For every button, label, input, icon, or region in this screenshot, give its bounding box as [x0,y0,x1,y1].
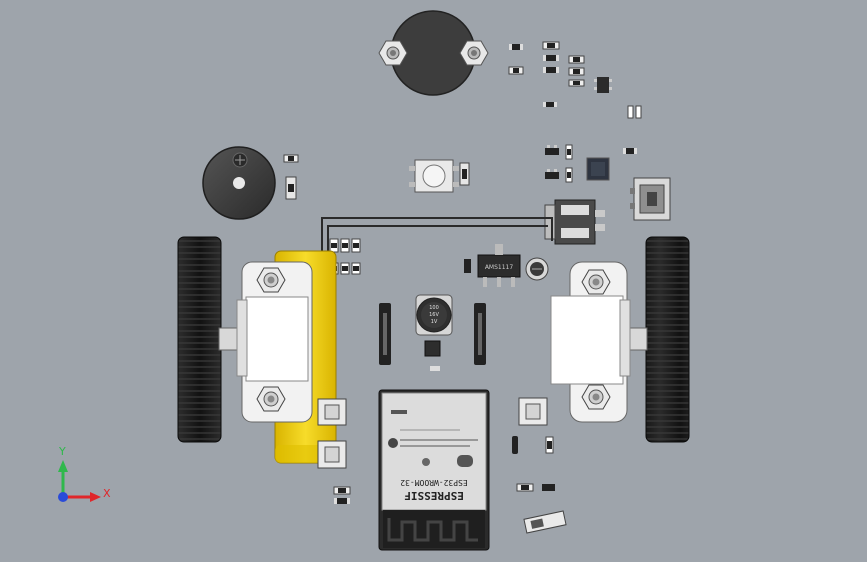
small-capacitor [525,257,549,281]
motor-left-nut-top [256,267,286,293]
motor-right-nut-bottom [581,384,611,410]
motor-right [550,261,631,423]
buzzer [202,146,276,220]
wire-harness [321,217,553,262]
axis-x-label: X [103,487,111,500]
motor-left [236,250,337,464]
esp32-module: ESPRESSIF ESP32-WROOM-32 [378,389,490,551]
speaker-disc [378,10,489,96]
voltage-regulator: AMS1117 [464,244,521,287]
electrolytic-capacitor: 100 16V 1V [415,294,453,336]
capacitor-label-2: 16V [429,312,439,318]
coordinate-triad: Y X [58,445,111,502]
capacitor-label-3: 1V [431,319,438,325]
esp32-brand: ESPRESSIF [404,489,464,502]
tactile-buttons-bottom [317,397,548,469]
axis-y-label: Y [58,445,66,458]
slide-switch [544,199,605,245]
smd-ics-mid-right [545,144,637,183]
smd-near-switch [459,162,470,186]
regulator-label: AMS1117 [485,264,514,271]
caster-brackets [379,303,486,370]
tactile-switch-top [409,159,459,193]
mounting-nut-left [378,40,408,66]
smd-cluster-top-right [508,41,642,119]
smd-bottom [333,366,567,534]
esp32-model: ESP32-WROOM-32 [400,478,468,487]
wheel-right [627,236,690,443]
usb-connector [630,177,671,221]
motor-left-nut-bottom [256,386,286,412]
wheel-left [177,236,238,443]
smd-near-buzzer [283,154,299,200]
motor-right-nut-top [581,269,611,295]
capacitor-label-1: 100 [429,305,439,311]
mounting-nut-right [459,40,489,66]
